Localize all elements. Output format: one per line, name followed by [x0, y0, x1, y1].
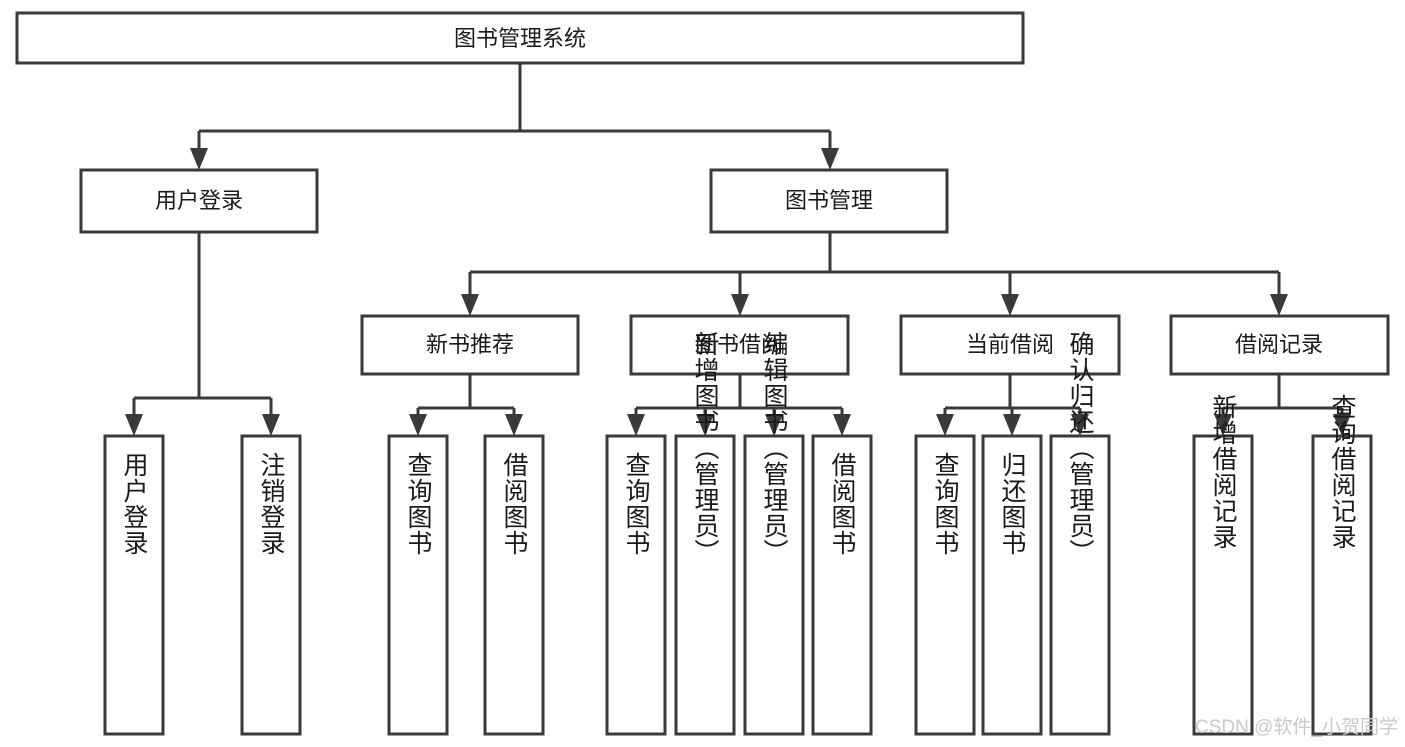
node-leaf-add-book[interactable]: 新增图书（管理员） — [674, 331, 736, 736]
node-leaf-query-record-box[interactable] — [1311, 434, 1373, 736]
connector-group-root — [190, 63, 839, 170]
node-leaf-query-book-3[interactable]: 查询图书 — [914, 434, 976, 736]
node-leaf-user-login-label: 用户登录 — [120, 452, 149, 556]
node-leaf-borrow-book-1-box[interactable] — [483, 434, 545, 736]
node-user-login[interactable]: 用户登录 — [79, 168, 319, 234]
node-leaf-query-record[interactable]: 查询借阅记录 — [1311, 394, 1373, 736]
arrowhead-leaf-query-book-3 — [936, 414, 954, 436]
node-book-borrow[interactable]: 图书借阅 — [629, 314, 850, 376]
arrowhead-leaf-user-login — [125, 414, 143, 436]
node-leaf-confirm-return-label: 确认归还（管理员） — [1066, 331, 1095, 565]
arrowhead-borrow-record — [1270, 294, 1288, 316]
node-leaf-query-book-3-box[interactable] — [914, 434, 976, 736]
node-leaf-borrow-book-2-label: 借阅图书 — [828, 452, 857, 556]
connector-group-borrow-record — [1214, 374, 1351, 436]
node-leaf-query-record-label: 查询借阅记录 — [1328, 394, 1357, 550]
node-leaf-user-login-box[interactable] — [103, 434, 165, 736]
connector-group-new-book-recommend — [409, 374, 523, 436]
arrowhead-leaf-query-book-1 — [409, 414, 427, 436]
node-leaf-query-book-1-box[interactable] — [387, 434, 449, 736]
node-leaf-query-book-2-box[interactable] — [605, 434, 667, 736]
arrowhead-leaf-borrow-book-2 — [833, 414, 851, 436]
node-leaf-add-book-label: 新增图书（管理员） — [691, 331, 720, 565]
node-leaf-return-book-label: 归还图书 — [998, 452, 1027, 556]
node-leaf-add-record-label: 新增借阅记录 — [1209, 394, 1238, 550]
node-new-book-recommend-label: 新书推荐 — [426, 332, 514, 357]
arrowhead-new-book-recommend — [461, 294, 479, 316]
node-current-borrow-box[interactable] — [899, 314, 1121, 376]
node-root-system[interactable]: 图书管理系统 — [15, 11, 1025, 65]
connector-group-user-login — [125, 232, 280, 436]
node-leaf-confirm-return-box[interactable] — [1049, 434, 1111, 736]
node-leaf-confirm-return[interactable]: 确认归还（管理员） — [1049, 331, 1111, 736]
node-leaf-logout-login-box[interactable] — [240, 434, 302, 736]
node-leaf-add-book-box[interactable] — [674, 434, 736, 736]
node-leaf-return-book[interactable]: 归还图书 — [981, 434, 1043, 736]
node-current-borrow[interactable]: 当前借阅 — [899, 314, 1121, 376]
watermark-label: CSDN @软件_小贺同学 — [1195, 716, 1398, 738]
arrowhead-book-manage — [821, 148, 839, 170]
node-new-book-recommend-box[interactable] — [360, 314, 580, 376]
node-borrow-record[interactable]: 借阅记录 — [1169, 314, 1390, 376]
arrowhead-current-borrow — [1001, 294, 1019, 316]
node-leaf-borrow-book-1[interactable]: 借阅图书 — [483, 434, 545, 736]
node-book-manage[interactable]: 图书管理 — [709, 168, 949, 234]
connector-group-book-manage — [461, 232, 1288, 316]
node-root-label: 图书管理系统 — [454, 26, 586, 51]
node-borrow-record-box[interactable] — [1169, 314, 1390, 376]
node-leaf-query-book-3-label: 查询图书 — [931, 452, 960, 556]
connector-group-current-borrow — [936, 374, 1089, 436]
node-book-manage-box[interactable] — [709, 168, 949, 234]
node-leaf-logout-login[interactable]: 注销登录 — [240, 434, 302, 736]
node-user-login-label: 用户登录 — [155, 188, 243, 213]
node-leaf-logout-login-label: 注销登录 — [257, 452, 286, 556]
node-leaf-edit-book[interactable]: 编辑图书（管理员） — [743, 331, 805, 736]
node-root-box[interactable] — [15, 11, 1025, 65]
arrowhead-leaf-borrow-book-1 — [505, 414, 523, 436]
node-leaf-query-book-1[interactable]: 查询图书 — [387, 434, 449, 736]
node-leaf-borrow-book-2[interactable]: 借阅图书 — [811, 434, 873, 736]
arrowhead-book-borrow — [731, 294, 749, 316]
arrowhead-leaf-add-record — [1214, 414, 1232, 436]
arrowhead-leaf-add-book — [696, 414, 714, 436]
arrowhead-leaf-query-book-2 — [627, 414, 645, 436]
node-leaf-edit-book-box[interactable] — [743, 434, 805, 736]
node-leaf-edit-book-label: 编辑图书（管理员） — [760, 331, 789, 565]
node-leaf-user-login[interactable]: 用户登录 — [103, 434, 165, 736]
connector-group-book-borrow — [627, 374, 851, 436]
node-borrow-record-label: 借阅记录 — [1235, 332, 1323, 357]
node-book-manage-label: 图书管理 — [785, 188, 873, 213]
node-leaf-query-book-1-label: 查询图书 — [404, 452, 433, 556]
node-book-borrow-label: 图书借阅 — [695, 332, 783, 357]
node-leaf-add-record-box[interactable] — [1192, 434, 1254, 736]
node-leaf-borrow-book-1-label: 借阅图书 — [500, 452, 529, 556]
node-new-book-recommend[interactable]: 新书推荐 — [360, 314, 580, 376]
arrowhead-leaf-query-record — [1333, 414, 1351, 436]
node-leaf-return-book-box[interactable] — [981, 434, 1043, 736]
node-leaf-query-book-2[interactable]: 查询图书 — [605, 434, 667, 736]
node-leaf-add-record[interactable]: 新增借阅记录 — [1192, 394, 1254, 736]
arrowhead-user-login — [190, 148, 208, 170]
arrowhead-leaf-return-book — [1003, 414, 1021, 436]
arrowhead-leaf-logout-login — [262, 414, 280, 436]
node-current-borrow-label: 当前借阅 — [966, 332, 1054, 357]
node-leaf-query-book-2-label: 查询图书 — [622, 452, 651, 556]
arrowhead-leaf-edit-book — [765, 414, 783, 436]
arrowhead-leaf-confirm-return — [1071, 414, 1089, 436]
node-user-login-box[interactable] — [79, 168, 319, 234]
node-book-borrow-box[interactable] — [629, 314, 850, 376]
node-leaf-borrow-book-2-box[interactable] — [811, 434, 873, 736]
